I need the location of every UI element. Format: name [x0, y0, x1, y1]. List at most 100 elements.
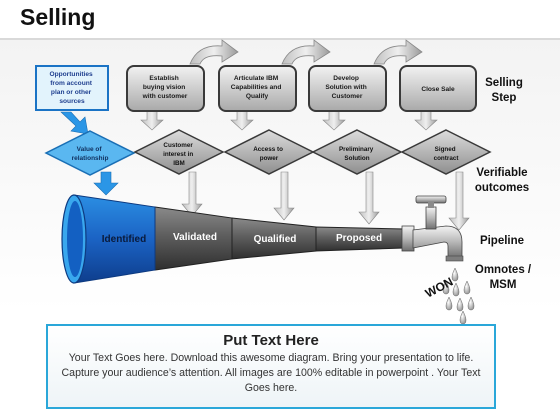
- blue-down-arrow: [93, 171, 119, 196]
- down-arrow-outcome-3: [273, 171, 295, 221]
- step-1-line-4: sources: [59, 98, 85, 105]
- svg-text:Develop Solution with: Develop Solution with Customer: [325, 75, 368, 100]
- step-3-line-3: Qualify: [246, 93, 269, 100]
- step-4-line-3: Customer: [332, 93, 363, 100]
- stage-label-qualified: Qualified: [254, 234, 297, 245]
- curved-arrow-1: [189, 39, 239, 65]
- header-divider: [0, 38, 560, 40]
- outcome-diamond-1: Value of relationship: [44, 130, 136, 176]
- outcome-3-line-2: power: [260, 155, 279, 162]
- svg-text:Signed contract: Signed contract: [434, 146, 460, 162]
- drop-icon: [463, 280, 471, 295]
- step-box-2: Establish buying vision with customer: [126, 65, 205, 112]
- down-arrow-outcome-2: [181, 171, 203, 217]
- verifiable-outcomes-line-1: Verifiable: [476, 167, 528, 179]
- stage-label-validated: Validated: [173, 232, 217, 243]
- step-5-line-1: Close Sale: [421, 86, 455, 93]
- outcome-2-line-3: IBM: [173, 160, 185, 167]
- faucet-icon: [401, 195, 464, 262]
- step-1-line-2: from account: [50, 80, 93, 87]
- stage-label-proposed: Proposed: [336, 233, 382, 244]
- down-arrow-step-2: [140, 110, 164, 131]
- faucet-neck: [425, 206, 437, 230]
- omnotes-line-2: MSM: [489, 279, 517, 291]
- down-arrow-step-3: [230, 110, 254, 131]
- step-4-line-1: Develop: [333, 75, 359, 82]
- outcome-2-line-1: Customer: [163, 142, 193, 149]
- outcome-diamond-4-shape: [311, 129, 403, 175]
- step-box-1: Opportunities from account plan or other…: [35, 65, 109, 111]
- outcome-diamond-3: Access to power: [223, 129, 315, 175]
- step-box-5-shape: [399, 65, 477, 112]
- outcome-1-line-2: relationship: [72, 155, 109, 162]
- footer-title: Put Text Here: [223, 332, 319, 349]
- outcome-diamond-4: Preliminary Solution: [311, 129, 403, 175]
- down-arrow-outcome-5: [448, 171, 470, 231]
- svg-text:Customer interest in: Customer interest in IBM: [163, 142, 195, 167]
- svg-text:Close Sale: Close Sale: [421, 86, 455, 93]
- svg-text:Access to power: Access to power: [253, 146, 285, 162]
- step-box-2-shape: [126, 65, 205, 112]
- outcome-3-line-1: Access to: [253, 146, 283, 153]
- step-2-line-2: buying vision: [143, 84, 186, 91]
- selling-step-line-2: Step: [491, 92, 517, 104]
- verifiable-outcomes-line-2: outcomes: [474, 182, 530, 194]
- drop-icon: [445, 296, 453, 311]
- outcome-diamond-3-shape: [223, 129, 315, 175]
- text-placeholder-panel: Put Text Here Your Text Goes here. Downl…: [46, 324, 496, 409]
- outcome-diamond-2: Customer interest in IBM: [133, 129, 225, 175]
- svg-text:Establish buying vision: Establish buying vision with customer: [142, 75, 188, 100]
- blue-arrow-step-1: [60, 111, 89, 135]
- drop-icon: [451, 267, 459, 282]
- svg-text:Preliminary Solution: Preliminary Solution: [339, 146, 375, 162]
- step-1-line-1: Opportunities: [49, 71, 93, 78]
- drop-icon: [452, 282, 460, 297]
- faucet-spout-tip: [445, 255, 464, 262]
- step-box-4: Develop Solution with Customer: [308, 65, 387, 112]
- step-2-line-3: with customer: [142, 93, 188, 100]
- faucet-handle: [415, 195, 447, 204]
- outcome-5-line-2: contract: [434, 155, 460, 162]
- step-box-4-shape: [308, 65, 387, 112]
- drop-icon: [456, 297, 464, 312]
- svg-text:Articulate IBM Capabilit: Articulate IBM Capabilities and Qualify: [231, 75, 283, 100]
- down-arrow-step-5: [414, 110, 438, 131]
- svg-text:Value of relationship: Value of relationship: [72, 146, 109, 162]
- footer-body: Your Text Goes here. Download this aweso…: [61, 352, 481, 394]
- step-box-1-shape: [35, 65, 109, 111]
- step-3-line-2: Capabilities and: [231, 84, 282, 91]
- outcome-1-line-1: Value of: [77, 146, 103, 153]
- water-drops: [442, 267, 475, 325]
- pipeline-label: Pipeline: [479, 235, 525, 247]
- svg-text:Validated: Validated: [173, 232, 217, 243]
- outcome-diamond-2-shape: [133, 129, 225, 175]
- omnotes-label: Omnotes / MSM: [470, 263, 536, 293]
- curved-arrow-3: [373, 39, 423, 65]
- faucet-body: [412, 225, 463, 259]
- svg-text:Opportunities from accou: Opportunities from account plan or other…: [49, 71, 94, 105]
- down-arrow-outcome-4: [358, 171, 380, 225]
- curved-arrow-2: [281, 39, 331, 65]
- svg-text:Identified: Identified: [102, 234, 146, 245]
- page-title: Selling: [20, 4, 96, 30]
- outcome-5-line-1: Signed: [435, 146, 456, 153]
- step-box-3: Articulate IBM Capabilities and Qualify: [218, 65, 297, 112]
- outcome-4-line-2: Solution: [344, 155, 369, 162]
- outcome-diamond-5: Signed contract: [400, 129, 492, 175]
- svg-text:Qualified: Qualified: [254, 234, 297, 245]
- verifiable-outcomes-label: Verifiable outcomes: [466, 166, 538, 196]
- outcome-2-line-2: interest in: [163, 151, 193, 158]
- drop-icon: [467, 296, 475, 311]
- outcome-4-line-1: Preliminary: [339, 146, 374, 153]
- step-to-outcome-arrows: [60, 110, 438, 135]
- pipeline-mouth-inner: [67, 201, 83, 277]
- step-box-5: Close Sale: [399, 65, 477, 112]
- pipeline: Identified Validated Qualified Proposed: [61, 194, 405, 284]
- outcome-diamond-5-shape: [400, 129, 492, 175]
- step-4-line-2: Solution with: [325, 84, 366, 91]
- down-arrow-step-4: [322, 110, 346, 131]
- omnotes-line-1: Omnotes /: [474, 264, 532, 276]
- faucet-handle-stem: [428, 202, 434, 208]
- faucet-collar: [401, 225, 415, 252]
